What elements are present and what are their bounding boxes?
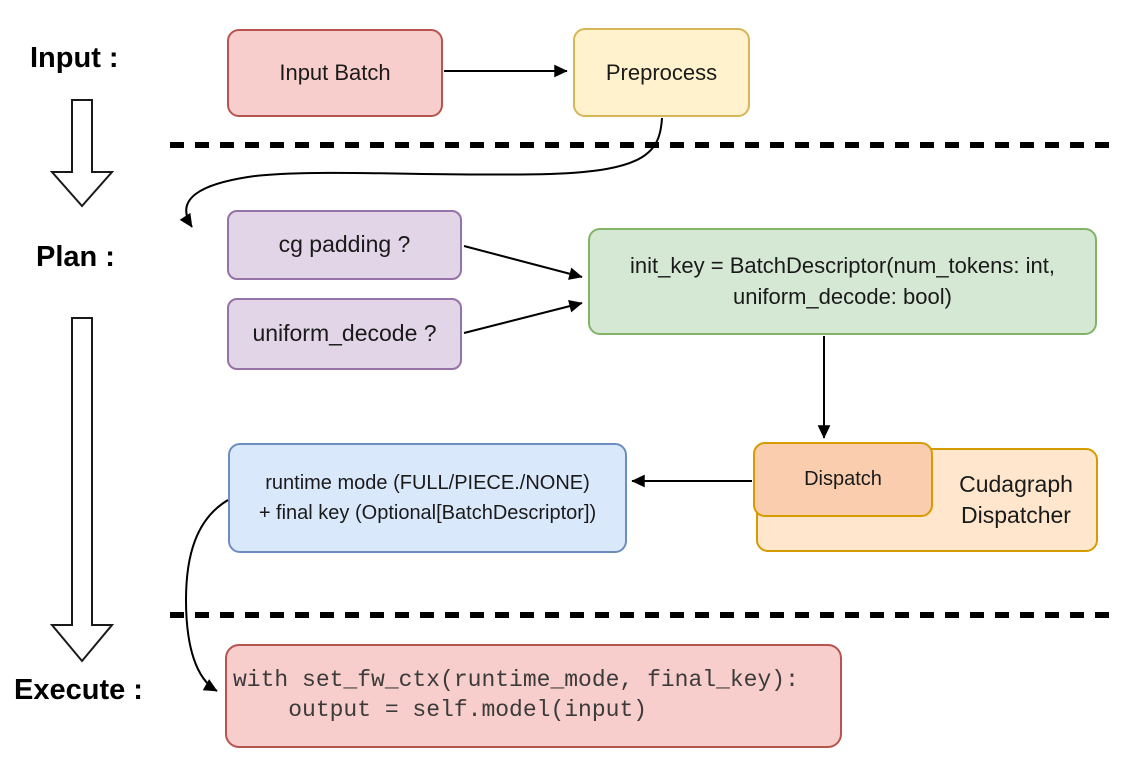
cg-padding-label: cg padding ? — [278, 231, 411, 258]
input-stage-arrow-icon — [49, 99, 115, 208]
cudagraph-dispatcher-line2: Dispatcher — [961, 502, 1071, 528]
init-key-line2: uniform_decode: bool) — [733, 283, 952, 309]
input-stage-label: Input : — [30, 42, 119, 74]
connector-cg-padding-to-init-key — [463, 245, 583, 280]
plan-stage-arrow-icon — [49, 317, 115, 663]
uniform-decode-label: uniform_decode ? — [252, 320, 437, 347]
connector-uniform-decode-to-init-key — [463, 299, 583, 334]
execute-code-node: with set_fw_ctx(runtime_mode, final_key)… — [225, 644, 842, 748]
execute-code-line1: with set_fw_ctx(runtime_mode, final_key)… — [233, 667, 799, 694]
init-key-node: init_key = BatchDescriptor(num_tokens: i… — [588, 228, 1097, 335]
init-key-line1: init_key = BatchDescriptor(num_tokens: i… — [630, 252, 1055, 278]
preprocess-label: Preprocess — [605, 59, 718, 85]
cudagraph-dispatcher-line1: Cudagraph — [959, 470, 1073, 497]
dispatch-label: Dispatch — [804, 468, 882, 490]
plan-stage-label: Plan : — [36, 241, 115, 273]
dispatch-node: Dispatch — [753, 442, 933, 517]
input-batch-label: Input Batch — [279, 60, 391, 86]
execute-code-line2: output = self.model(input) — [233, 697, 648, 723]
runtime-mode-line1: runtime mode (FULL/PIECE./NONE) — [265, 472, 590, 494]
preprocess-node: Preprocess — [573, 28, 750, 117]
runtime-mode-line2: + final key (Optional[BatchDescriptor]) — [258, 502, 597, 524]
execute-stage-label: Execute : — [14, 674, 143, 706]
uniform-decode-node: uniform_decode ? — [227, 298, 462, 370]
cg-padding-node: cg padding ? — [227, 210, 462, 280]
connector-runtime-mode-to-execute-code — [184, 499, 229, 692]
input-batch-node: Input Batch — [227, 29, 443, 117]
runtime-mode-node: runtime mode (FULL/PIECE./NONE) + final … — [228, 443, 627, 553]
